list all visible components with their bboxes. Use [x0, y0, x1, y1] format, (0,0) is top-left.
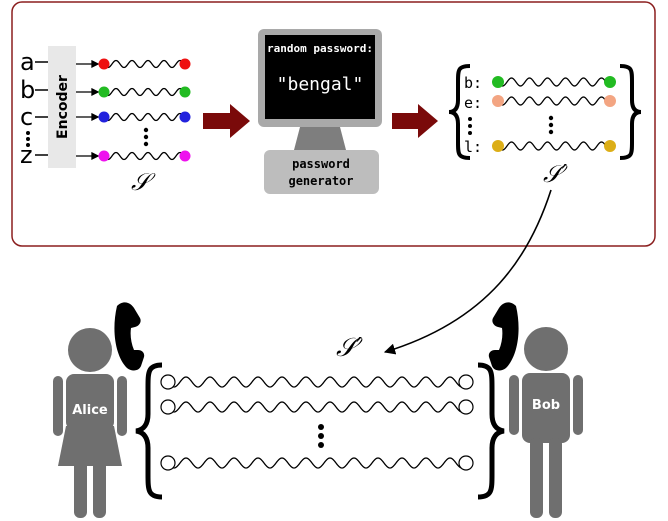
password-b-start-node [492, 76, 504, 88]
shared-2-start-node [160, 399, 176, 415]
monitor-header: random password: [267, 42, 373, 55]
arrow-to-password-set [392, 104, 438, 138]
monitor-password: "bengal" [277, 74, 364, 95]
password-l-start-node [492, 140, 504, 152]
generator-label-line2: generator [288, 174, 353, 188]
alice-label: Alice [72, 403, 108, 418]
alice-phone-icon [114, 302, 145, 371]
letter-c: c [20, 103, 33, 131]
password-b-end-node [604, 76, 616, 88]
encoder-box [48, 46, 76, 168]
shared-1-end-node [458, 374, 474, 390]
encoded-b-start-node [98, 86, 110, 98]
encoded-z-end-node [179, 150, 191, 162]
password-e-start-node [492, 95, 504, 107]
bob-phone-icon [488, 302, 519, 371]
shared-3-wave [167, 457, 467, 469]
shared-set-right-brace [477, 362, 505, 500]
generator-label-line1: password [292, 157, 350, 171]
shared-set-left-brace [135, 362, 163, 500]
password-letter-l: l: [464, 138, 482, 156]
password-letters: b: e: l: [464, 74, 482, 156]
password-l-wave [497, 141, 611, 151]
top-panel-frame [11, 1, 656, 247]
encoded-c-end-node [179, 111, 191, 123]
set-label: 𝒮 [131, 168, 156, 196]
letter-a: a [20, 48, 35, 76]
letter-labels: a b c z [20, 48, 35, 169]
password-e-end-node [604, 95, 616, 107]
shared-2-end-node [458, 399, 474, 415]
encoded-b-end-node [179, 86, 191, 98]
encoded-z-start-node [98, 150, 110, 162]
encoder-label: Encoder [55, 75, 71, 139]
encoded-a-wave [103, 59, 186, 69]
encoded-b-wave [103, 87, 186, 97]
password-letter-e: e: [464, 94, 482, 112]
password-l-end-node [604, 140, 616, 152]
encoded-a-start-node [98, 58, 110, 70]
letter-z: z [20, 141, 33, 169]
letter-vertical-dots [26, 131, 30, 147]
shared-2-wave [167, 401, 467, 413]
password-letter-dots [468, 117, 472, 135]
encoder-arrows [76, 59, 100, 161]
password-set-left-brace [448, 64, 471, 160]
set-prime-label-top: 𝒮′ [543, 160, 568, 188]
set-prime-label-bottom: 𝒮′ [336, 333, 363, 363]
encoded-c-wave [103, 112, 186, 122]
shared-vertical-dots [318, 424, 324, 448]
encoded-waves [98, 58, 191, 162]
password-letter-b: b: [464, 74, 482, 92]
password-generator-monitor [258, 29, 382, 194]
shared-3-end-node [458, 455, 474, 471]
password-set-right-brace [619, 64, 642, 160]
password-e-wave [497, 96, 611, 106]
alice-figure [53, 328, 127, 518]
encoded-vertical-dots [143, 127, 149, 147]
encoded-a-end-node [179, 58, 191, 70]
shared-1-start-node [160, 374, 176, 390]
arrow-to-generator [203, 104, 250, 138]
letter-b: b [20, 76, 35, 104]
shared-1-wave [167, 376, 467, 388]
encoded-c-start-node [98, 111, 110, 123]
transfer-arrow [383, 189, 552, 355]
password-wave-dots [548, 115, 554, 135]
bob-label: Bob [532, 398, 560, 413]
bob-figure [509, 327, 583, 518]
password-b-wave [497, 77, 611, 87]
letter-connectors [35, 61, 48, 156]
encoded-z-wave [103, 151, 186, 161]
shared-3-start-node [160, 455, 176, 471]
password-waves [492, 76, 616, 152]
shared-waves [160, 374, 474, 471]
